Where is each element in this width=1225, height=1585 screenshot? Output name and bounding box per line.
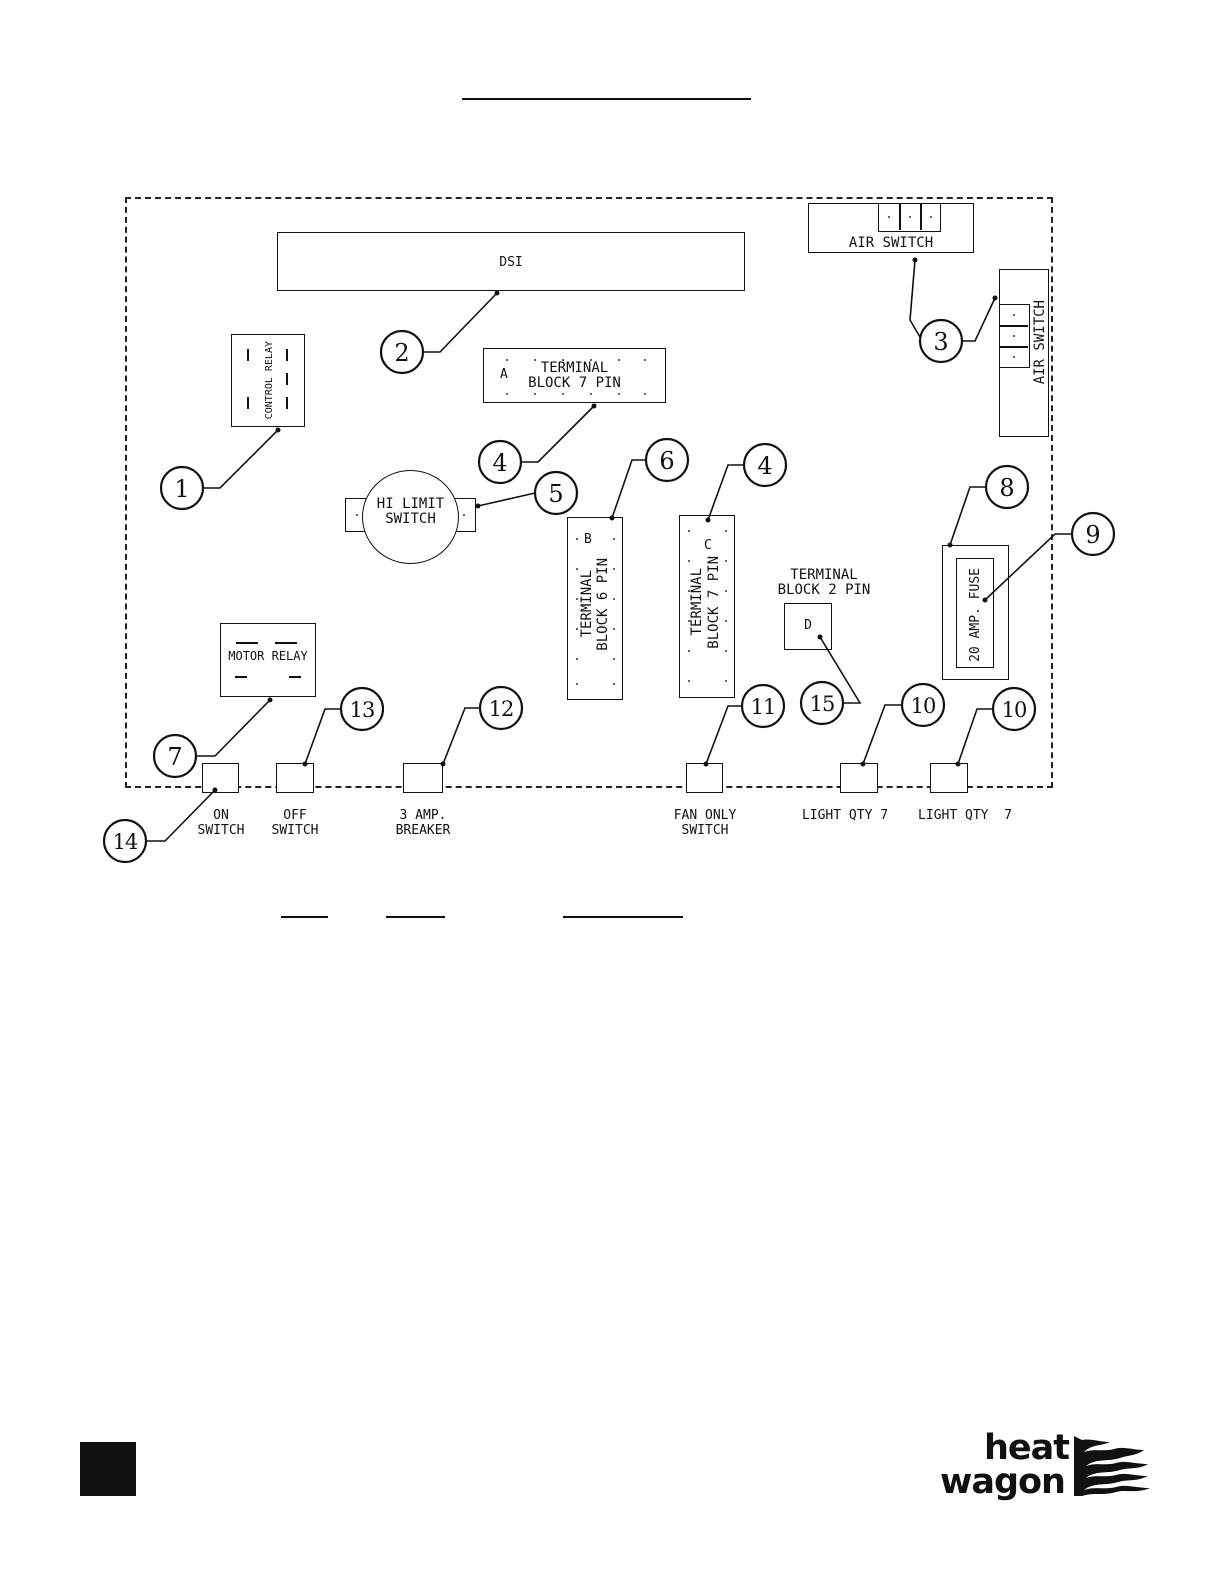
- callout-10a: 10: [911, 694, 936, 718]
- air-switch-right: AIR SWITCH: [999, 269, 1049, 437]
- underline-mark-2: [386, 916, 445, 918]
- callout-10a-circle: [900, 682, 946, 728]
- terminal-block-a-line1: TERMINAL: [540, 360, 609, 376]
- off-switch-line2: SWITCH: [271, 823, 319, 838]
- terminal-block-c-letter: C: [704, 538, 712, 553]
- light-1-label: LIGHT QTY 7: [801, 808, 889, 823]
- terminal-block-a-letter: A: [500, 367, 508, 382]
- callout-13: 13: [350, 698, 375, 722]
- terminal-block-b: B TERMINAL BLOCK 6 PIN: [567, 517, 623, 700]
- page-marker: [80, 1442, 136, 1496]
- terminal-block-d-line2: BLOCK 2 PIN: [777, 582, 871, 598]
- fan-only-line2: SWITCH: [681, 823, 729, 838]
- dsi-label: DSI: [499, 255, 523, 270]
- fan-only-line1: FAN ONLY: [673, 808, 737, 823]
- breaker: [403, 763, 443, 793]
- callout-14-circle: [102, 818, 148, 864]
- callout-12: 12: [489, 697, 514, 721]
- off-switch: [276, 763, 314, 793]
- callout-5: 5: [548, 480, 563, 508]
- air-switch-top-contacts: [878, 204, 941, 232]
- hi-limit-switch: HI LIMIT SWITCH: [362, 470, 459, 564]
- light-2: [930, 763, 968, 793]
- callout-10b-circle: [991, 686, 1037, 732]
- on-switch-line1: ON: [213, 808, 229, 823]
- motor-relay: MOTOR RELAY: [220, 623, 316, 697]
- callout-5-circle: [533, 470, 579, 516]
- callout-13-circle: [339, 686, 385, 732]
- panel-outline: [125, 197, 1053, 788]
- off-switch-line1: OFF: [283, 808, 307, 823]
- air-switch-top-label: AIR SWITCH: [848, 235, 934, 251]
- callout-11-circle: [740, 683, 786, 729]
- on-switch-line2: SWITCH: [197, 823, 245, 838]
- callout-10b: 10: [1002, 698, 1027, 722]
- air-switch-top: AIR SWITCH: [808, 203, 974, 253]
- callout-15-circle: [799, 680, 845, 726]
- callout-4b: 4: [757, 452, 772, 480]
- terminal-block-a: A TERMINAL BLOCK 7 PIN: [483, 348, 666, 403]
- terminal-block-a-line2: BLOCK 7 PIN: [528, 375, 621, 391]
- callout-2-circle: [379, 329, 425, 375]
- breaker-line1: 3 AMP.: [399, 808, 447, 823]
- heat-wagon-logo: heat wagon: [938, 1430, 1153, 1510]
- motor-relay-label: MOTOR RELAY: [228, 649, 308, 663]
- callout-2: 2: [394, 339, 409, 367]
- dsi-module: DSI: [277, 232, 745, 291]
- callout-7: 7: [167, 743, 182, 771]
- callout-4a-circle: [477, 439, 523, 485]
- hi-limit-line2: SWITCH: [385, 511, 436, 527]
- terminal-block-d-letter: D: [804, 618, 812, 633]
- fuse-body: [956, 558, 994, 668]
- callout-3: 3: [933, 328, 948, 356]
- callout-9-circle: [1070, 511, 1116, 557]
- callout-3-circle: [918, 318, 964, 364]
- callout-7-circle: [152, 733, 198, 779]
- flame-icon: [1074, 1436, 1150, 1496]
- air-switch-right-contacts: [1000, 304, 1030, 368]
- terminal-block-d-line1: TERMINAL: [790, 567, 858, 583]
- callout-1-circle: [159, 465, 205, 511]
- light-2-label: LIGHT QTY 7: [918, 808, 1012, 823]
- terminal-block-b-letter: B: [584, 532, 592, 547]
- fan-only-switch: [686, 763, 723, 793]
- hi-limit-line1: HI LIMIT: [376, 496, 445, 512]
- callout-9: 9: [1085, 521, 1100, 549]
- breaker-line2: BREAKER: [395, 823, 451, 838]
- callout-11: 11: [751, 695, 776, 719]
- callout-14: 14: [113, 830, 138, 854]
- callout-12-circle: [478, 685, 524, 731]
- light-1: [840, 763, 878, 793]
- control-relay: CONTROL RELAY: [231, 334, 305, 427]
- callout-4b-circle: [742, 442, 788, 488]
- callout-1: 1: [174, 475, 189, 503]
- on-switch: [202, 763, 239, 793]
- logo-line2: wagon: [940, 1462, 1066, 1502]
- callout-8: 8: [999, 474, 1014, 502]
- terminal-block-c: C TERMINAL BLOCK 7 PIN: [679, 515, 735, 698]
- fuse-holder: 20 AMP. FUSE: [942, 545, 1009, 680]
- underline-mark-1: [281, 916, 328, 918]
- callout-8-circle: [984, 464, 1030, 510]
- callout-15: 15: [810, 692, 835, 716]
- underline-mark-3: [563, 916, 683, 918]
- callout-4a: 4: [492, 449, 507, 477]
- callout-6-circle: [644, 437, 690, 483]
- callout-6: 6: [659, 447, 674, 475]
- logo-line1: heat: [984, 1428, 1070, 1468]
- title-underline: [462, 98, 751, 100]
